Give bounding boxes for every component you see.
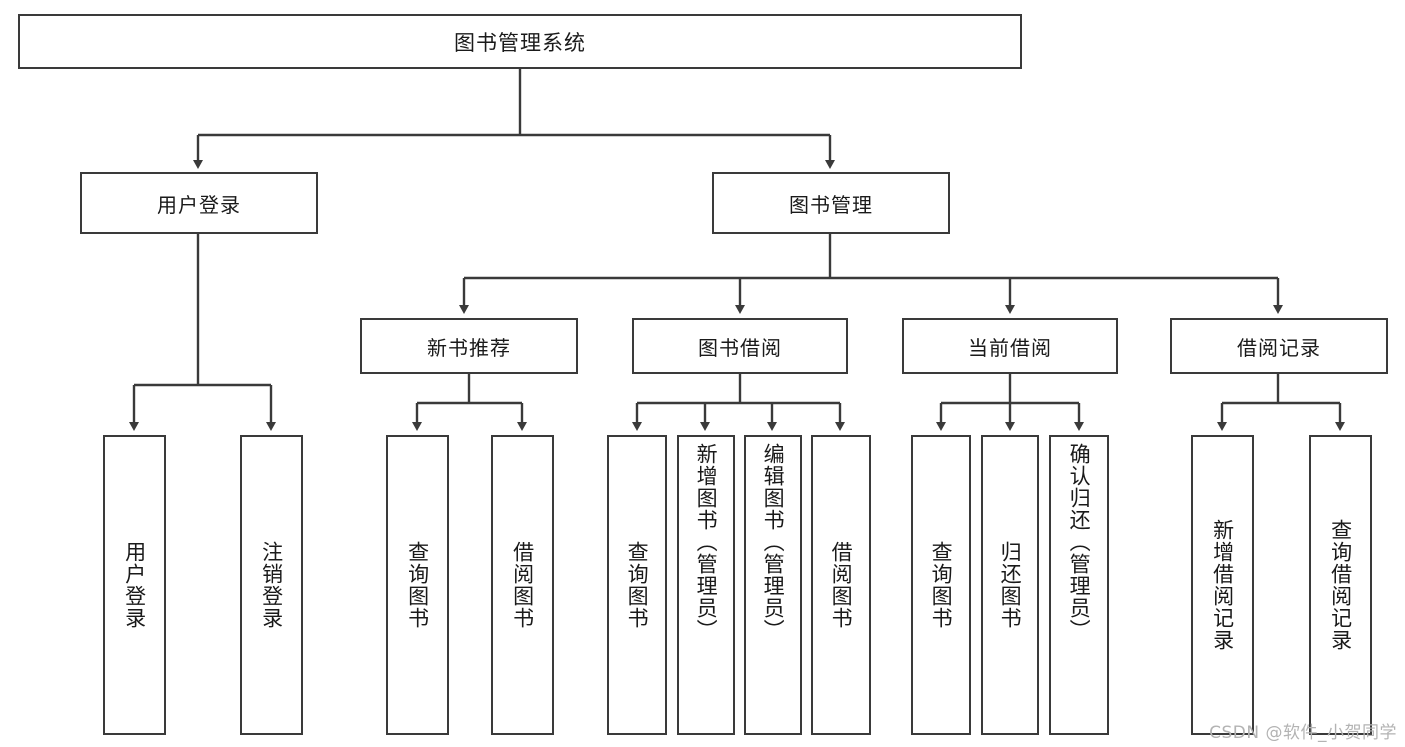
leaf-borrow-edit-book-admin[interactable]: 编辑图书（管理员） xyxy=(744,435,802,735)
node-label: 编辑图书（管理员） xyxy=(761,443,786,641)
node-book-borrow[interactable]: 图书借阅 xyxy=(632,318,848,374)
leaf-borrow-add-book-admin[interactable]: 新增图书（管理员） xyxy=(677,435,735,735)
node-label: 图书管理系统 xyxy=(454,30,586,55)
node-label: 新书推荐 xyxy=(427,335,511,360)
leaf-recommend-borrow-book[interactable]: 借阅图书 xyxy=(491,435,554,735)
leaf-current-return-book[interactable]: 归还图书 xyxy=(981,435,1039,735)
node-borrow-record[interactable]: 借阅记录 xyxy=(1170,318,1388,374)
node-label: 借阅图书 xyxy=(829,541,854,629)
node-label: 当前借阅 xyxy=(968,335,1052,360)
node-label: 查询图书 xyxy=(625,541,650,629)
node-user-login[interactable]: 用户登录 xyxy=(80,172,318,234)
node-label: 用户登录 xyxy=(157,192,241,217)
node-label: 新增借阅记录 xyxy=(1210,519,1235,651)
node-label: 借阅记录 xyxy=(1237,335,1321,360)
leaf-borrow-borrow-book[interactable]: 借阅图书 xyxy=(811,435,871,735)
leaf-record-query-borrow-record[interactable]: 查询借阅记录 xyxy=(1309,435,1372,735)
node-label: 新增图书（管理员） xyxy=(694,443,719,641)
node-label: 图书管理 xyxy=(789,192,873,217)
watermark-text: CSDN @软件_小贺同学 xyxy=(1209,723,1397,743)
node-label: 确认归还（管理员） xyxy=(1067,443,1092,641)
node-label: 查询图书 xyxy=(405,541,430,629)
leaf-current-query-book[interactable]: 查询图书 xyxy=(911,435,971,735)
node-label: 归还图书 xyxy=(998,541,1023,629)
leaf-recommend-query-book[interactable]: 查询图书 xyxy=(386,435,449,735)
leaf-user-login-signin[interactable]: 用户登录 xyxy=(103,435,166,735)
node-label: 用户登录 xyxy=(122,541,147,629)
node-new-book-recommend[interactable]: 新书推荐 xyxy=(360,318,578,374)
node-book-management[interactable]: 图书管理 xyxy=(712,172,950,234)
node-current-borrow[interactable]: 当前借阅 xyxy=(902,318,1118,374)
leaf-record-add-borrow-record[interactable]: 新增借阅记录 xyxy=(1191,435,1254,735)
node-label: 查询图书 xyxy=(929,541,954,629)
node-label: 查询借阅记录 xyxy=(1328,519,1353,651)
node-label: 注销登录 xyxy=(259,541,284,629)
leaf-borrow-query-book[interactable]: 查询图书 xyxy=(607,435,667,735)
node-label: 借阅图书 xyxy=(510,541,535,629)
leaf-current-confirm-return-admin[interactable]: 确认归还（管理员） xyxy=(1049,435,1109,735)
leaf-user-login-signout[interactable]: 注销登录 xyxy=(240,435,303,735)
node-root-system[interactable]: 图书管理系统 xyxy=(18,14,1022,69)
node-label: 图书借阅 xyxy=(698,335,782,360)
